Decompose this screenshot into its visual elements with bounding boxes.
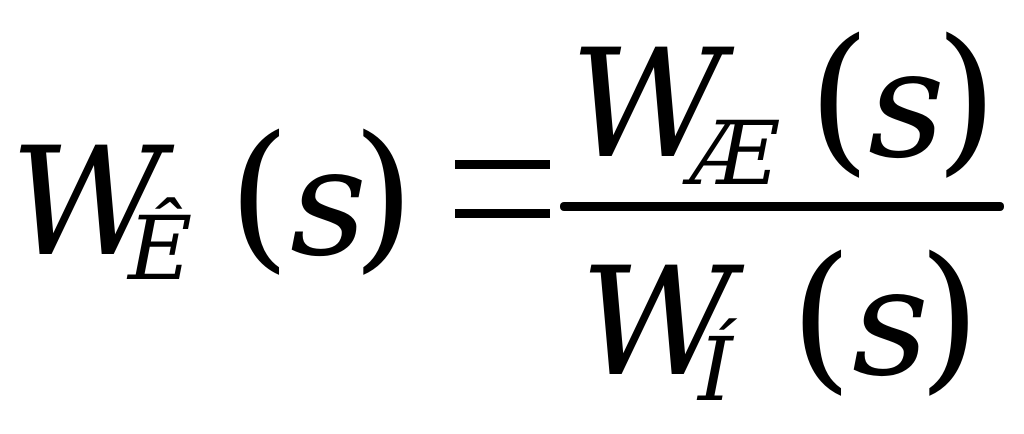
equals-top-bar	[455, 160, 550, 169]
lhs-close-paren: )	[352, 101, 415, 288]
numerator-open-paren: (	[808, 4, 871, 191]
denominator-subscript: Í	[698, 318, 733, 421]
lhs-subscript: Ê	[128, 197, 193, 300]
denominator-open-paren: (	[790, 222, 853, 409]
lhs-transfer-symbol: W	[10, 116, 165, 290]
numerator-close-paren: )	[935, 4, 998, 191]
equals-sign	[455, 160, 550, 218]
denominator-transfer-symbol: W	[580, 236, 735, 410]
denominator-close-paren: )	[918, 222, 981, 409]
denominator-argument: s	[852, 236, 929, 410]
equals-bottom-bar	[455, 209, 550, 218]
numerator-subscript: Æ	[690, 102, 779, 205]
numerator-argument: s	[868, 18, 945, 192]
fraction-bar	[560, 202, 1004, 211]
lhs-open-paren: (	[228, 101, 291, 288]
lhs-argument: s	[290, 116, 367, 290]
numerator-transfer-symbol: W	[570, 18, 725, 192]
